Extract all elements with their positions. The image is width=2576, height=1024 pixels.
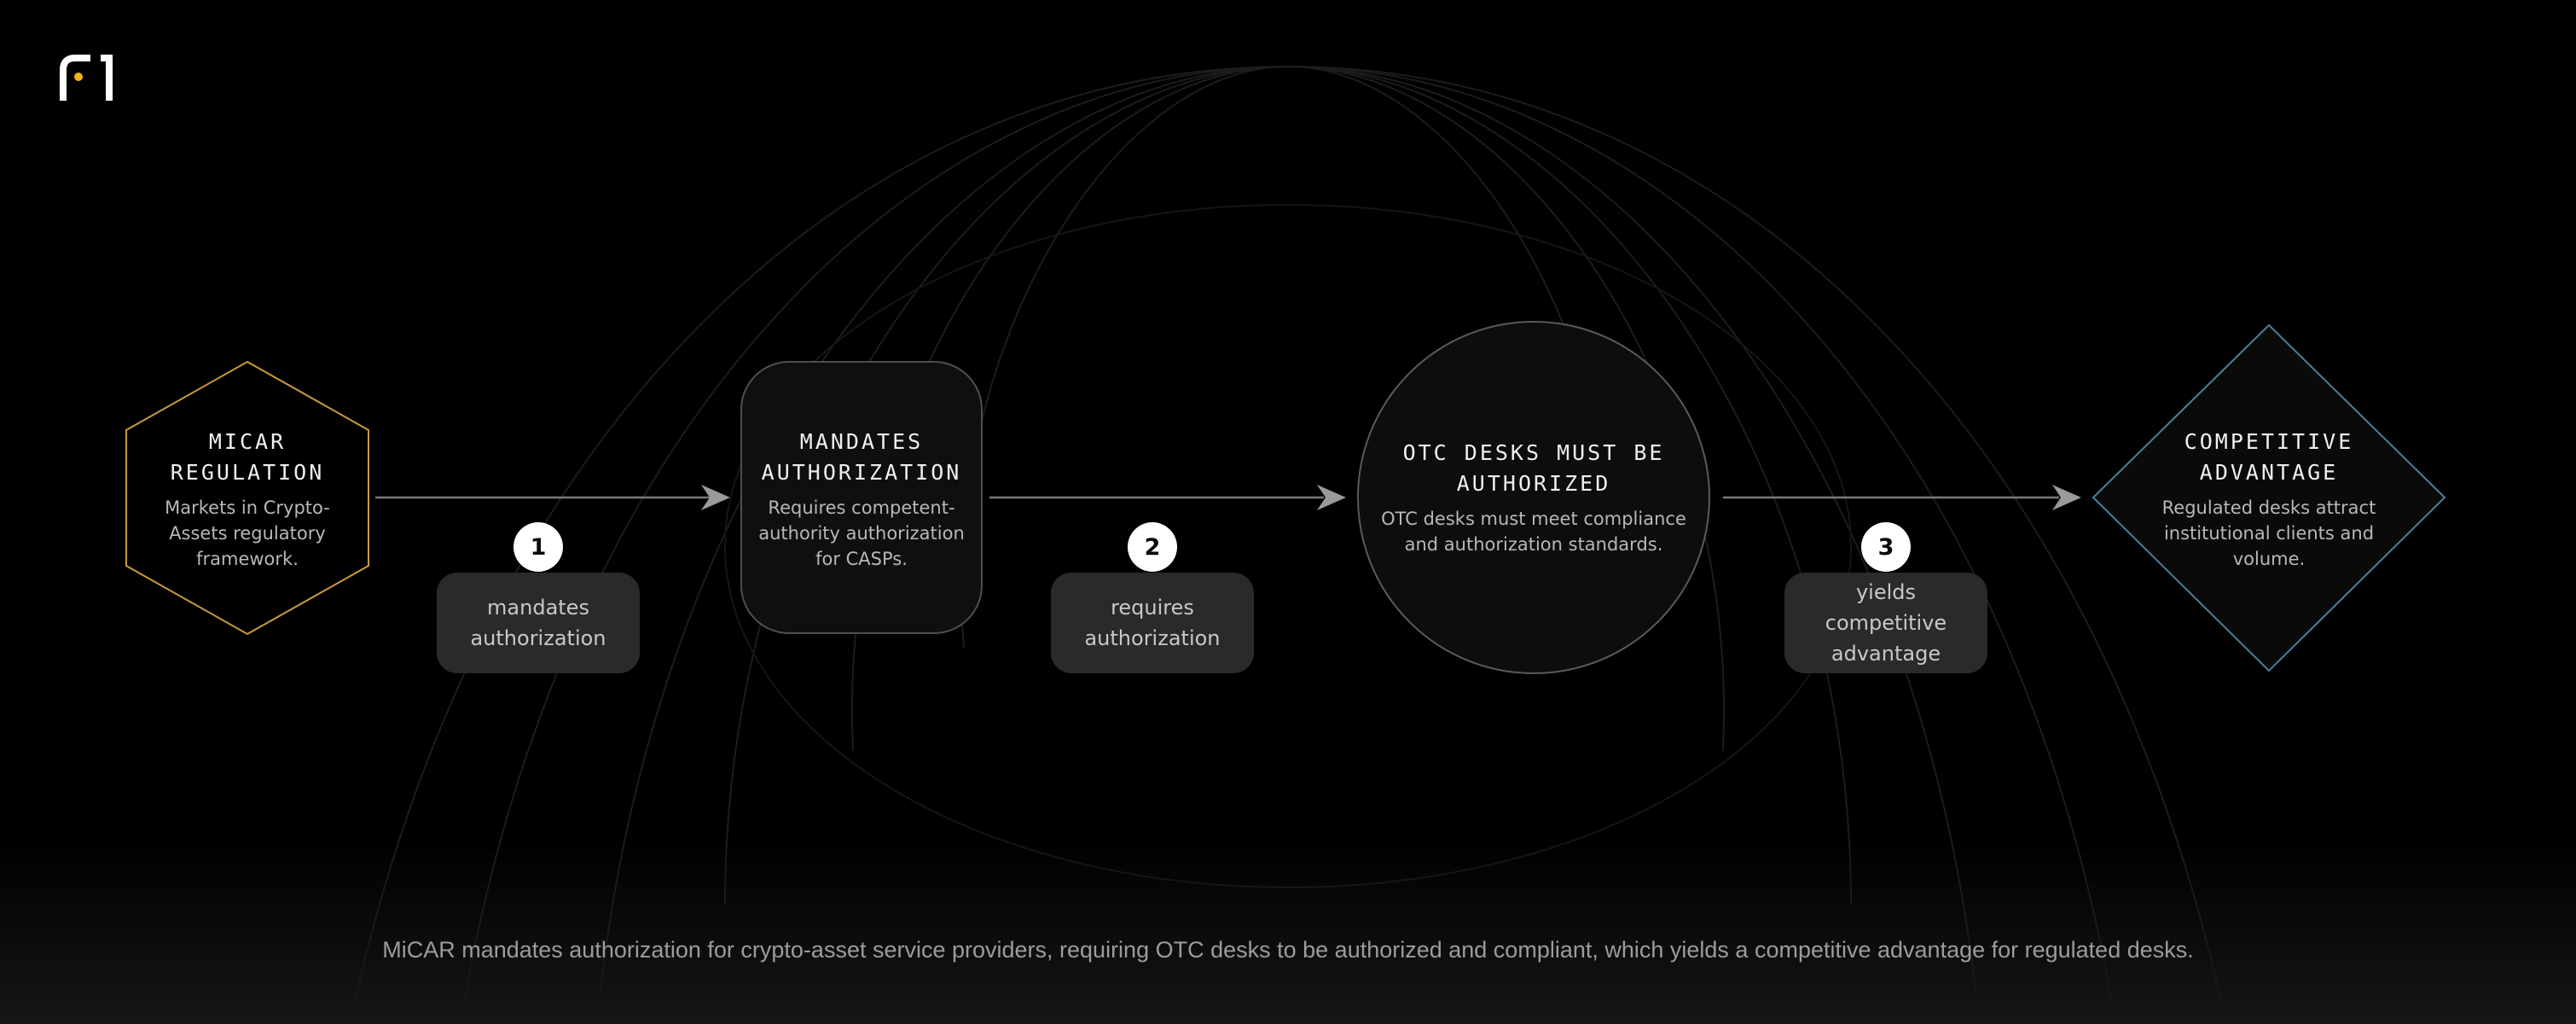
edge-label-1: mandates authorization	[437, 573, 640, 673]
node-description: Regulated desks attract institutional cl…	[2161, 497, 2376, 569]
edge-arrowhead-1	[701, 485, 730, 510]
advantage-node-shape	[2092, 323, 2446, 672]
micar-node: MICAR REGULATION Markets in Crypto- Asse…	[126, 427, 368, 572]
otc-node-shape	[1357, 321, 1710, 674]
mandates-node-shape	[740, 361, 983, 634]
brand-logo-icon	[60, 55, 113, 101]
node-description: Requires competent- authority authorizat…	[758, 497, 965, 569]
mandates-node: MANDATES AUTHORIZATION Requires competen…	[741, 427, 982, 572]
node-title: OTC DESKS MUST BE AUTHORIZED	[1402, 440, 1665, 496]
otc-node: OTC DESKS MUST BE AUTHORIZED OTC desks m…	[1365, 438, 1703, 557]
edge-label-3: yields competitive advantage	[1784, 573, 1987, 673]
advantage-node: COMPETITIVE ADVANTAGE Regulated desks at…	[2141, 427, 2397, 572]
step-badge-2: 2	[1128, 522, 1177, 572]
step-badge-3: 3	[1861, 522, 1911, 572]
micar-node-shape	[125, 360, 369, 636]
diagram-caption: MiCAR mandates authorization for crypto-…	[382, 937, 2194, 963]
node-description: Markets in Crypto- Assets regulatory fra…	[165, 497, 330, 569]
step-badge-1: 1	[513, 522, 563, 572]
node-title: MICAR REGULATION	[170, 429, 325, 485]
edge-arrowhead-2	[1317, 485, 1346, 510]
edge-arrowhead-3	[2052, 485, 2081, 510]
edge-label-2: requires authorization	[1051, 573, 1254, 673]
node-description: OTC desks must meet compliance and autho…	[1381, 509, 1686, 555]
node-title: COMPETITIVE ADVANTAGE	[2184, 429, 2354, 485]
node-title: MANDATES AUTHORIZATION	[761, 429, 962, 485]
